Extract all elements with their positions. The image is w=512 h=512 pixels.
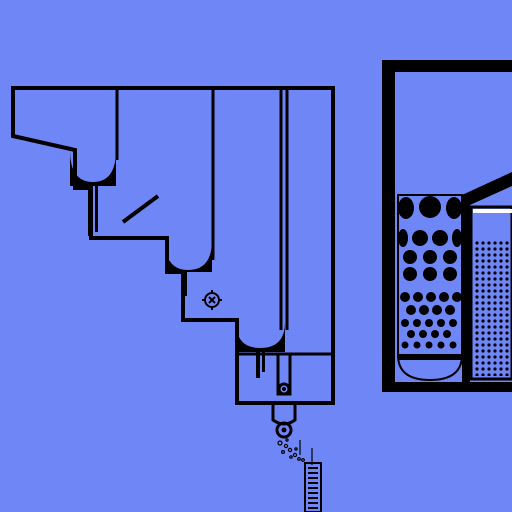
tiny-roof bbox=[462, 172, 512, 382]
hopper-2-bowl bbox=[165, 240, 212, 272]
partitions bbox=[115, 90, 289, 330]
tiny-tank-lid bbox=[473, 209, 512, 213]
sorter-column-balls bbox=[397, 194, 463, 382]
hopper-3-bowl bbox=[236, 322, 285, 352]
small-balls bbox=[400, 292, 462, 349]
tiny-balls bbox=[474, 240, 512, 376]
deflector-paddle[interactable] bbox=[121, 194, 160, 224]
hopper-1 bbox=[70, 150, 116, 236]
tiny-tank-border bbox=[469, 205, 512, 381]
outlet-tube bbox=[276, 352, 292, 396]
collection-column bbox=[304, 462, 322, 512]
sorter-column-tiny bbox=[462, 172, 512, 382]
hopper-1-spout bbox=[88, 186, 93, 236]
large-balls bbox=[398, 196, 462, 219]
hopper-3-spout-inner bbox=[262, 352, 265, 372]
sorter-frame bbox=[382, 60, 512, 392]
sorter-panel bbox=[382, 60, 512, 392]
lower-funnel bbox=[271, 404, 297, 439]
hopper-1-spout-inner bbox=[95, 186, 98, 232]
hopper-2-spout bbox=[182, 272, 187, 296]
column-base-band bbox=[398, 354, 462, 360]
hopper-1-bowl bbox=[70, 150, 116, 186]
hopper-2 bbox=[165, 240, 212, 296]
hopper-3-spout bbox=[256, 352, 260, 378]
medium-balls bbox=[398, 229, 462, 281]
crosshair-icon[interactable] bbox=[202, 290, 222, 310]
